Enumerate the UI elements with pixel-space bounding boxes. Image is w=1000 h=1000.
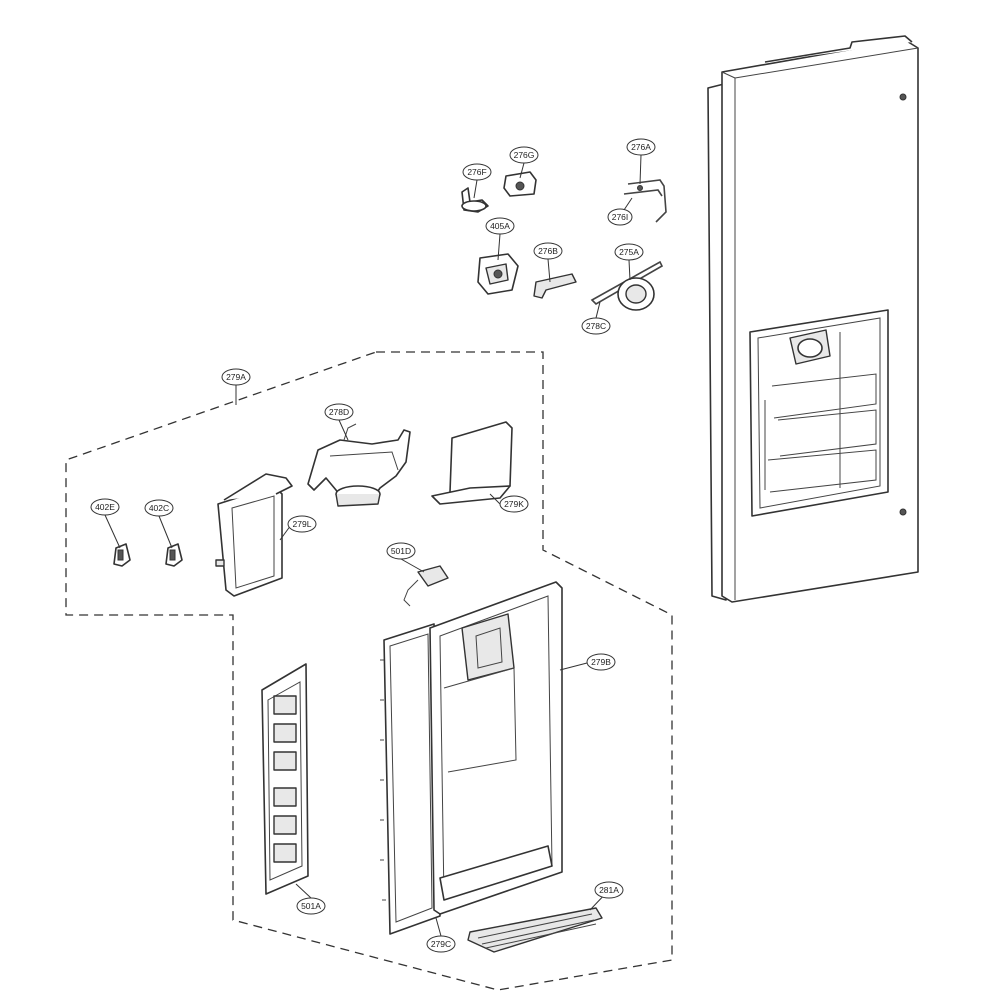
- svg-text:281A: 281A: [599, 885, 619, 895]
- svg-text:279B: 279B: [591, 657, 611, 667]
- svg-text:402E: 402E: [95, 502, 115, 512]
- part-276A: [623, 179, 667, 223]
- part-501A: [261, 663, 309, 895]
- svg-text:278C: 278C: [586, 321, 606, 331]
- part-275A: [590, 260, 664, 311]
- part-402C: [165, 543, 183, 567]
- svg-text:276G: 276G: [514, 150, 535, 160]
- callout-281A: 281A: [594, 881, 624, 899]
- callout-276I: 276I: [607, 208, 633, 226]
- part-278D: [307, 423, 411, 507]
- svg-text:276B: 276B: [538, 246, 558, 256]
- svg-text:278D: 278D: [329, 407, 349, 417]
- callout-405A: 405A: [485, 217, 515, 235]
- part-279C: [380, 623, 441, 935]
- svg-text:279A: 279A: [226, 372, 246, 382]
- callout-275A: 275A: [614, 243, 644, 261]
- refrigerator-door: [707, 35, 919, 603]
- part-276G: [503, 171, 537, 197]
- svg-text:276A: 276A: [631, 142, 651, 152]
- svg-text:405A: 405A: [490, 221, 510, 231]
- svg-text:501A: 501A: [301, 901, 321, 911]
- svg-text:279L: 279L: [293, 519, 312, 529]
- door-hinge-hole-icon: [899, 508, 907, 516]
- callout-402C: 402C: [144, 499, 174, 517]
- part-276B: [533, 273, 577, 299]
- svg-text:275A: 275A: [619, 247, 639, 257]
- svg-text:279K: 279K: [504, 499, 524, 509]
- callout-402E: 402E: [90, 498, 120, 516]
- callout-501A: 501A: [296, 897, 326, 915]
- callout-279A: 279A: [221, 368, 251, 386]
- svg-text:279C: 279C: [431, 939, 451, 949]
- door-hinge-hole-icon: [899, 93, 907, 101]
- callout-279B: 279B: [586, 653, 616, 671]
- part-279L: [215, 473, 293, 597]
- part-402E: [113, 543, 131, 567]
- callout-276B: 276B: [533, 242, 563, 260]
- callout-501D: 501D: [386, 542, 416, 560]
- svg-text:276I: 276I: [612, 212, 629, 222]
- callout-276A: 276A: [626, 138, 656, 156]
- part-405A: [477, 253, 519, 295]
- callout-276F: 276F: [462, 163, 492, 181]
- callout-279C: 279C: [426, 935, 456, 953]
- svg-text:276F: 276F: [467, 167, 486, 177]
- callout-278C: 278C: [581, 317, 611, 335]
- svg-text:501D: 501D: [391, 546, 411, 556]
- callout-276G: 276G: [509, 146, 539, 164]
- part-276F: [461, 187, 489, 213]
- callout-279K: 279K: [499, 495, 529, 513]
- part-279B: [429, 581, 563, 915]
- part-281A: [467, 907, 603, 953]
- callout-278D: 278D: [324, 403, 354, 421]
- svg-text:402C: 402C: [149, 503, 169, 513]
- part-279K: [431, 421, 513, 505]
- callout-279L: 279L: [287, 515, 317, 533]
- part-501D: [403, 565, 449, 607]
